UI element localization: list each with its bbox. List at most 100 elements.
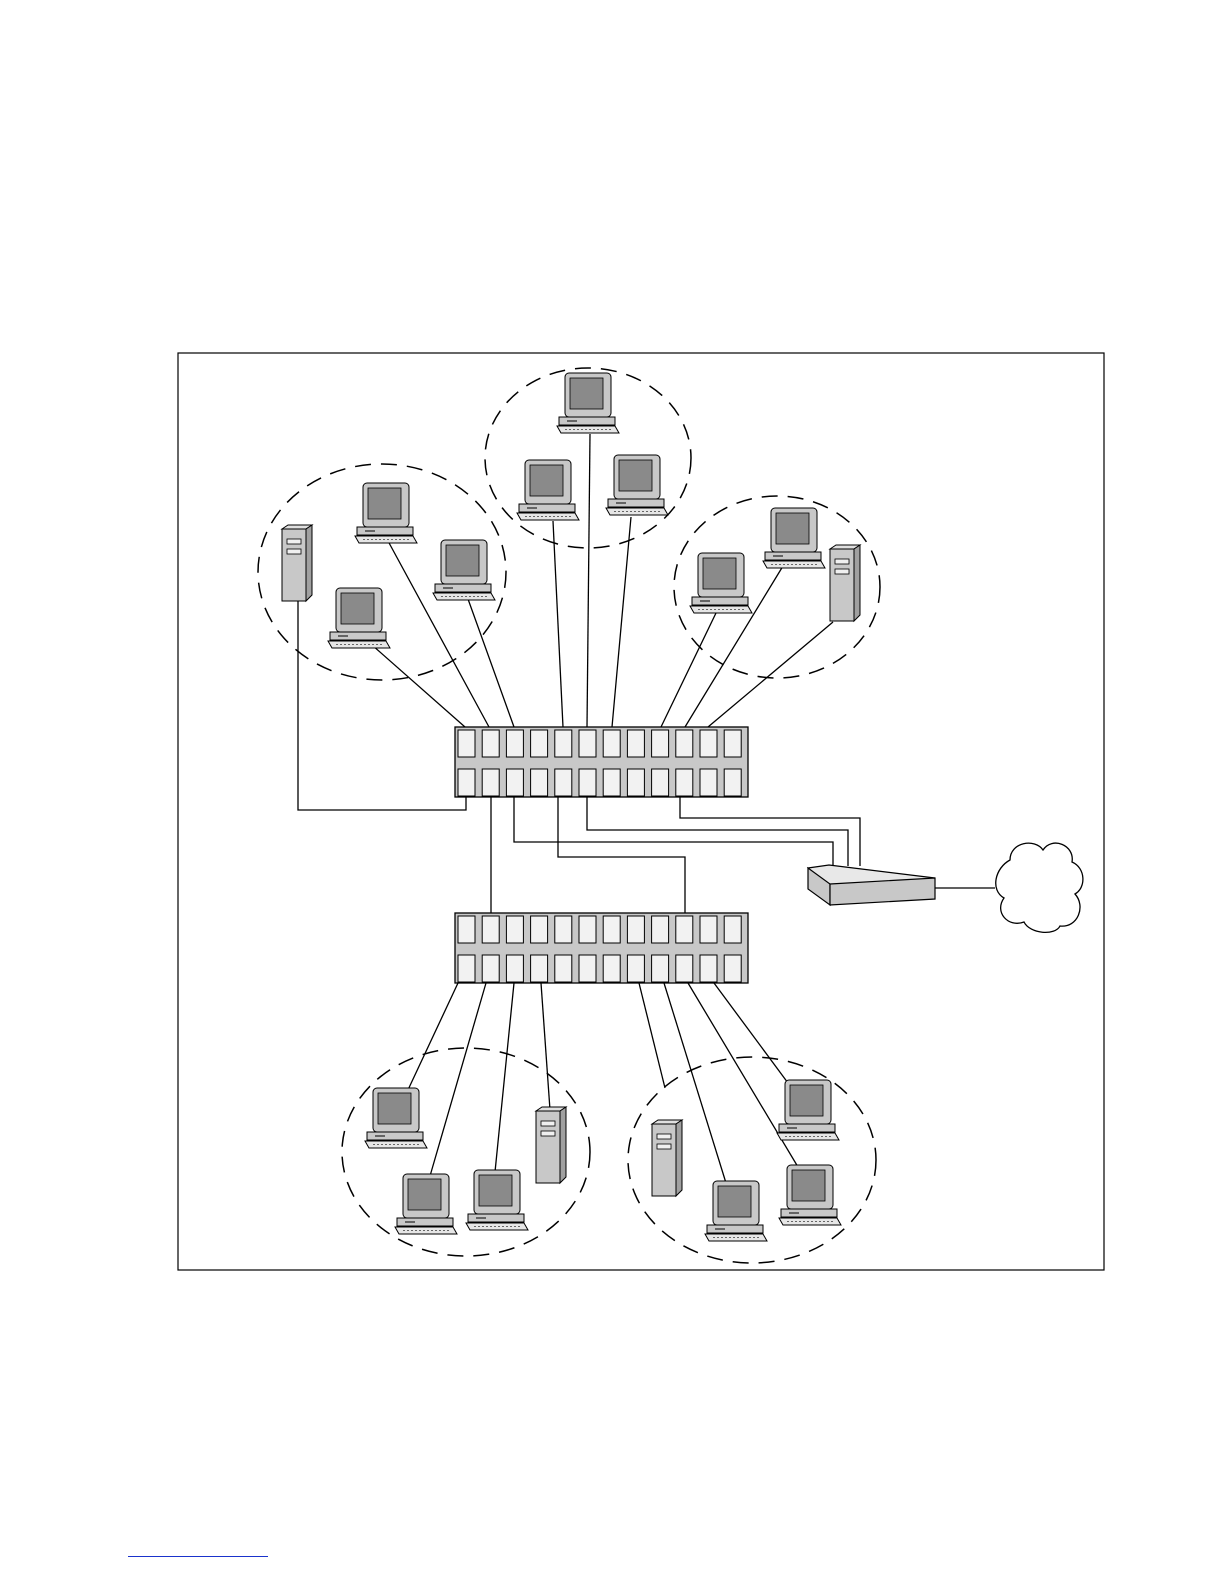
screen-icon: [790, 1085, 823, 1116]
switch-bottom-port: [531, 955, 548, 982]
switch-top-port: [531, 769, 548, 796]
wg-top-right-pc-icon: [690, 553, 752, 613]
footer-link-rule: [128, 1556, 268, 1557]
cable-line: [661, 613, 716, 727]
screen-icon: [378, 1093, 411, 1124]
server-side-icon: [676, 1120, 682, 1196]
switch-bottom-port: [724, 916, 741, 943]
cable-line: [430, 983, 486, 1176]
cable-line: [541, 983, 550, 1110]
cable-line: [468, 599, 514, 727]
server-side-icon: [306, 525, 312, 601]
switch-top-port: [482, 769, 499, 796]
drive-bay-icon: [657, 1144, 671, 1149]
cable-line: [612, 517, 631, 727]
switch-bottom-port: [700, 916, 717, 943]
switch-bottom-port: [700, 955, 717, 982]
wg-bottom-right-pc-icon: [777, 1080, 839, 1140]
wg-top-left-pc-icon: [328, 588, 390, 648]
wg-bottom-left-pc-icon: [365, 1088, 427, 1148]
switch-bottom-port: [531, 916, 548, 943]
wg-top-left-pc-icon: [433, 540, 495, 600]
cable-line: [407, 983, 458, 1092]
switch-bottom-port: [579, 955, 596, 982]
switches: [455, 727, 748, 983]
cable-line: [514, 797, 833, 866]
switch-top-port: [724, 769, 741, 796]
switch-bottom-port: [627, 955, 644, 982]
screen-icon: [776, 513, 809, 544]
cable-lines: [298, 434, 995, 1183]
wg-bottom-left-server-icon: [536, 1107, 566, 1183]
switch-top-port: [603, 730, 620, 757]
switch-top-port: [627, 730, 644, 757]
wg-top-center-pc-icon: [606, 455, 668, 515]
switch-top-port: [603, 769, 620, 796]
switch-bottom-port: [506, 955, 523, 982]
switch-top-port: [652, 769, 669, 796]
drive-bay-icon: [541, 1131, 555, 1136]
switch-top: [455, 727, 748, 797]
switch-bottom-port: [579, 916, 596, 943]
switch-top-port: [555, 730, 572, 757]
switch-bottom-port: [603, 916, 620, 943]
cable-line: [553, 521, 563, 727]
switch-top-port: [724, 730, 741, 757]
switch-top-port: [458, 730, 475, 757]
switch-bottom-port: [603, 955, 620, 982]
wg-bottom-left-pc-icon: [466, 1170, 528, 1230]
wg-bottom-right-pc-icon: [705, 1181, 767, 1241]
screen-icon: [619, 460, 652, 491]
switch-top-port: [652, 730, 669, 757]
wg-bottom-left-pc-icon: [395, 1174, 457, 1234]
cable-line: [639, 983, 665, 1088]
wg-top-right-server-icon: [830, 545, 860, 621]
screen-icon: [792, 1170, 825, 1201]
switch-top-port: [579, 730, 596, 757]
drive-bay-icon: [835, 569, 849, 574]
switch-bottom-port: [652, 955, 669, 982]
switch-bottom-port: [458, 916, 475, 943]
cable-line: [708, 622, 833, 727]
cable-line: [587, 797, 848, 866]
switch-top-port: [676, 730, 693, 757]
devices: [282, 373, 860, 1241]
drive-bay-icon: [287, 549, 301, 554]
screen-icon: [530, 465, 563, 496]
screen-icon: [446, 545, 479, 576]
switch-bottom-port: [652, 916, 669, 943]
switch-bottom-port: [555, 955, 572, 982]
cable-line: [558, 797, 685, 913]
switch-bottom-port: [676, 955, 693, 982]
switch-top-port: [627, 769, 644, 796]
drive-bay-icon: [835, 559, 849, 564]
switch-top-port: [531, 730, 548, 757]
drive-bay-icon: [541, 1121, 555, 1126]
switch-bottom-port: [627, 916, 644, 943]
cable-line: [587, 434, 590, 727]
switch-bottom-port: [458, 955, 475, 982]
wg-bottom-right-server-icon: [652, 1120, 682, 1196]
screen-icon: [479, 1175, 512, 1206]
switch-bottom-port: [482, 955, 499, 982]
cloud-icon: [996, 843, 1083, 932]
switch-bottom-port: [555, 916, 572, 943]
router-icon: [808, 865, 935, 905]
screen-icon: [368, 488, 401, 519]
switch-bottom-port: [724, 955, 741, 982]
screen-icon: [408, 1179, 441, 1210]
wg-top-center-pc-icon: [557, 373, 619, 433]
server-side-icon: [560, 1107, 566, 1183]
switch-bottom-port: [676, 916, 693, 943]
wg-top-left-server-icon: [282, 525, 312, 601]
switch-top-port: [458, 769, 475, 796]
cable-line: [714, 983, 788, 1083]
cable-line: [495, 983, 514, 1172]
switch-top-port: [676, 769, 693, 796]
screen-icon: [341, 593, 374, 624]
wg-top-right-pc-icon: [763, 508, 825, 568]
wg-top-left-pc-icon: [355, 483, 417, 543]
screen-icon: [718, 1186, 751, 1217]
wg-bottom-right-pc-icon: [779, 1165, 841, 1225]
